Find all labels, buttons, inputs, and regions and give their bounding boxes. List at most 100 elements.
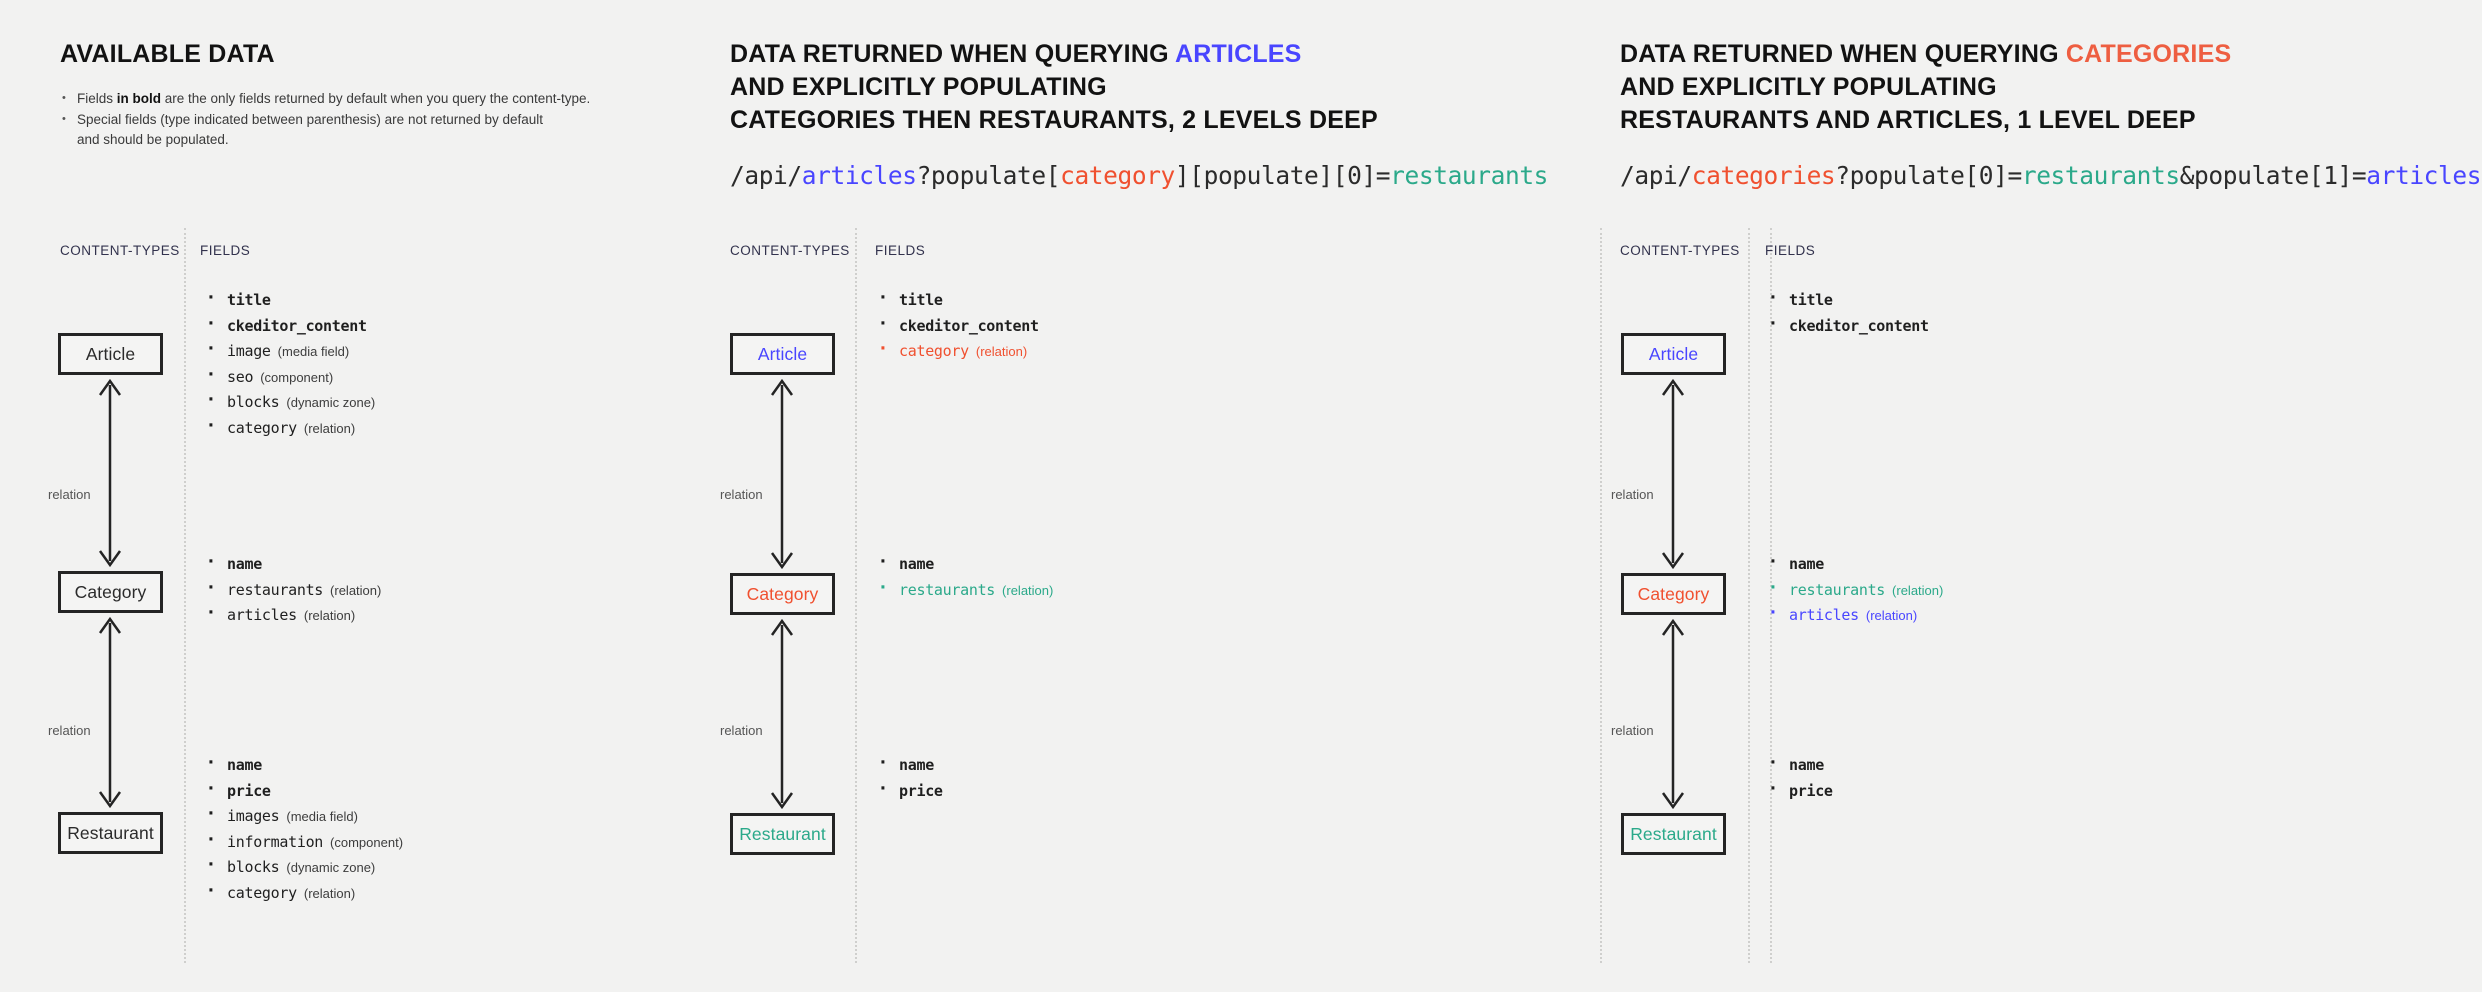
field-list-article-1: title ckeditor_contentimage (media field) s…: [205, 287, 376, 443]
title-line: CATEGORIES THEN RESTAURANTS, 2 LEVELS DE…: [730, 106, 1378, 134]
field-name: category: [899, 342, 969, 360]
field-name: title: [899, 291, 943, 309]
content-type-box-category[interactable]: Category: [58, 571, 163, 613]
field-list-category-1: namerestaurants(relation)articles(relati…: [205, 551, 382, 631]
panel-3-api-path: /api/categories?populate[0]=restaurants&…: [1620, 161, 2482, 190]
field-type: (component): [260, 369, 334, 385]
relation-label-category-restaurant: relation: [48, 723, 91, 738]
relation-arrow-category-restaurant: [92, 613, 128, 812]
panel-2-api-path: /api/articles?populate[category][populat…: [730, 161, 1549, 190]
panel-1-label-fields: FIELDS: [200, 243, 251, 258]
field-name: blocks: [227, 393, 280, 411]
field-name: ckeditor_content: [1789, 316, 1929, 335]
field-type: (relation): [303, 420, 356, 436]
note-item: Special fields (type indicated between p…: [60, 109, 590, 150]
field-name: name: [1789, 555, 1824, 573]
field-item: restaurants(relation): [877, 577, 1054, 601]
field-name: seo: [227, 367, 254, 386]
title-line: AND EXPLICITLY POPULATING: [730, 73, 1107, 101]
field-type: (relation): [975, 344, 1028, 359]
field-list-restaurant-3: name price: [1767, 752, 1833, 806]
panel-1-header: AVAILABLE DATA Fields in bold are the on…: [60, 38, 590, 151]
field-item: title: [1767, 287, 1929, 311]
content-type-box-restaurant-3[interactable]: Restaurant: [1621, 813, 1726, 855]
field-name: restaurants: [1789, 580, 1886, 599]
content-type-box-article-3[interactable]: Article: [1621, 333, 1726, 375]
field-name: ckeditor_content: [899, 316, 1039, 335]
field-type: (relation): [1002, 582, 1054, 598]
field-list-restaurant-1: name price images (media field) information (…: [205, 752, 403, 908]
content-type-box-category-2[interactable]: Category: [730, 573, 835, 615]
field-name: category: [227, 883, 297, 902]
field-item: title: [205, 287, 375, 311]
field-item: price: [1767, 778, 1833, 802]
divider-fields-1: [184, 228, 186, 963]
field-name: name: [1789, 756, 1824, 774]
title-line: RESTAURANTS AND ARTICLES, 1 LEVEL DEEP: [1620, 106, 2196, 134]
field-type: (media field): [277, 344, 350, 359]
field-item: category (relation): [205, 880, 403, 904]
content-type-box-article[interactable]: Article: [58, 333, 163, 375]
relation-label-article-category-3: relation: [1611, 487, 1654, 502]
field-type: (dynamic zone): [286, 395, 376, 410]
relation-arrow-article-category-2: [764, 375, 800, 573]
field-name: information: [227, 832, 324, 851]
panel-3-label-fields: FIELDS: [1765, 243, 1816, 258]
field-name: ckeditor_content: [227, 316, 367, 335]
field-item: title: [877, 287, 1039, 311]
content-type-box-article-2[interactable]: Article: [730, 333, 835, 375]
field-type: (relation): [330, 582, 382, 598]
relation-label-article-category: relation: [48, 487, 91, 502]
field-list-article-3: title ckeditor_content: [1767, 287, 1929, 341]
field-name: blocks: [227, 858, 280, 876]
field-item: name: [1767, 752, 1833, 776]
field-type: (relation): [303, 885, 356, 901]
field-type: (dynamic zone): [286, 860, 376, 875]
content-type-box-category-3[interactable]: Category: [1621, 573, 1726, 615]
field-name: image: [227, 342, 271, 360]
field-item: name: [205, 551, 381, 575]
field-item: restaurants (relation): [1767, 577, 1944, 601]
field-item: name: [1767, 551, 1943, 575]
relation-label-article-category-2: relation: [720, 487, 763, 502]
field-item: price: [205, 778, 403, 802]
divider-panel-1-2: [855, 228, 857, 963]
field-name: title: [227, 291, 271, 309]
field-type: (relation): [1892, 582, 1944, 598]
title-line: DATA RETURNED WHEN QUERYING CATEGORIES: [1620, 40, 2232, 68]
panel-1-notes: Fields in bold are the only fields retur…: [60, 88, 590, 150]
field-item: name: [877, 752, 943, 776]
relation-label-category-restaurant-2: relation: [720, 723, 763, 738]
panel-2-label-fields: FIELDS: [875, 243, 926, 258]
field-name: price: [1789, 781, 1833, 800]
field-name: name: [227, 756, 262, 774]
field-item: blocks (dynamic zone): [205, 854, 403, 878]
relation-label-category-restaurant-3: relation: [1611, 723, 1654, 738]
field-name: title: [1789, 291, 1833, 309]
field-item: restaurants(relation): [205, 577, 382, 601]
field-item: image (media field): [205, 338, 375, 362]
field-item: articles(relation): [1767, 602, 1943, 626]
divider-panel-2-3: [1600, 228, 1602, 963]
note-item: Fields in bold are the only fields retur…: [60, 88, 590, 109]
relation-arrow-article-category: [92, 375, 128, 571]
field-item: ckeditor_content: [877, 313, 1039, 337]
field-name: price: [899, 781, 943, 800]
field-item: images (media field): [205, 803, 403, 827]
field-item: ckeditor_content: [205, 313, 375, 337]
field-item: category(relation): [205, 415, 375, 439]
content-type-box-restaurant[interactable]: Restaurant: [58, 812, 163, 854]
relation-arrow-category-restaurant-2: [764, 615, 800, 813]
field-item: name: [205, 752, 403, 776]
field-item: articles(relation): [205, 602, 381, 626]
content-type-box-restaurant-2[interactable]: Restaurant: [730, 813, 835, 855]
field-name: images: [227, 807, 280, 825]
field-item: seo (component): [205, 364, 375, 388]
field-type: (media field): [286, 809, 358, 824]
field-item: category (relation): [877, 338, 1039, 362]
panel-1-title: AVAILABLE DATA: [60, 40, 275, 68]
